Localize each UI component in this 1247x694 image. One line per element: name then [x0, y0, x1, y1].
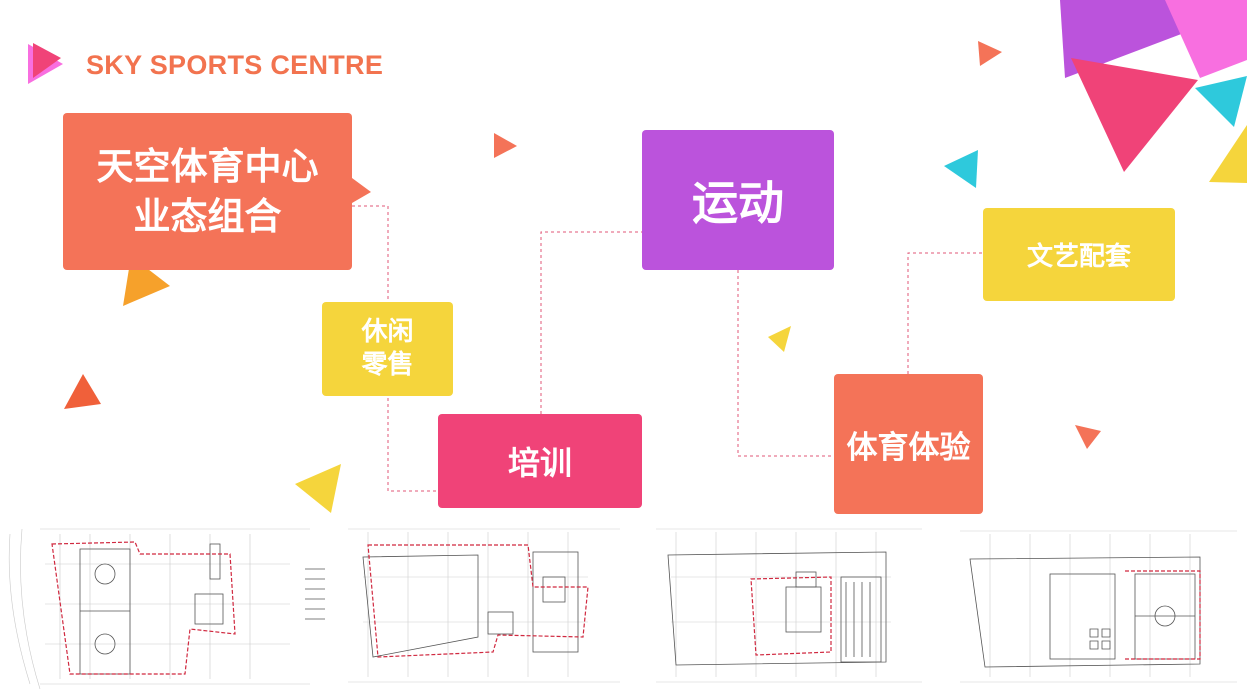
connector-sport-to-experience [737, 270, 834, 457]
culture-box: 文艺配套 [983, 208, 1175, 301]
sport-box: 运动 [642, 130, 834, 270]
magenta-triangle [1165, 0, 1247, 78]
connector-training-to-sport [540, 231, 642, 414]
training-box: 培训 [438, 414, 642, 508]
floor-plan-drawing [656, 528, 922, 683]
leisure-box: 休闲 零售 [322, 302, 453, 396]
small-coral-triangle-right [1075, 425, 1101, 449]
floor-plan-2 [338, 517, 630, 694]
connector-experience-to-culture [907, 252, 983, 374]
experience-box: 体育体验 [834, 374, 983, 514]
cyan-triangle-right [1195, 76, 1247, 127]
yellow-triangle-edge [1209, 125, 1247, 183]
connector-lines [352, 205, 983, 492]
floor-plan-drawing [348, 528, 620, 683]
cyan-triangle [944, 150, 978, 188]
purple-triangle [1060, 0, 1205, 78]
pink-triangle-large [1071, 58, 1198, 172]
main-box-pointer [352, 178, 371, 203]
floor-plan-drawing [8, 528, 325, 690]
page-title: SKY SPORTS CENTRE [86, 50, 384, 80]
small-coral-triangle-top [978, 41, 1002, 66]
main-box: 天空体育中心 业态组合 [63, 113, 352, 270]
floor-plan-drawing [960, 530, 1237, 683]
floor-plan-3 [646, 517, 932, 694]
floor-plan-1 [0, 514, 333, 694]
yellow-triangle-bottom [295, 464, 341, 513]
small-yellow-triangle [768, 326, 791, 352]
floor-plan-4 [950, 519, 1247, 694]
small-coral-triangle [494, 133, 517, 158]
connector-main-to-training [352, 205, 438, 492]
red-orange-triangle [64, 374, 101, 409]
logo-triangle-front [33, 43, 61, 78]
